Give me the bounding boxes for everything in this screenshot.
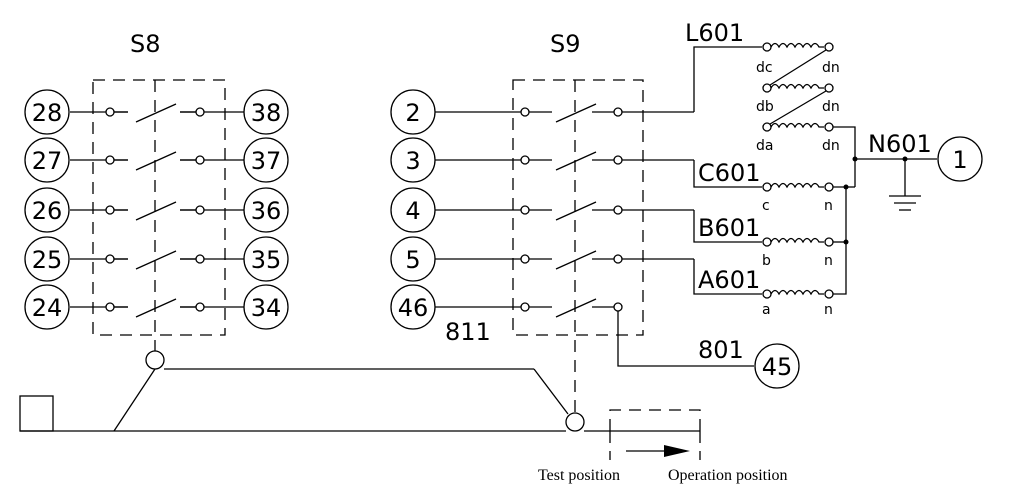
wire-label-811: 811: [445, 318, 491, 346]
coil-labels: dc dn db dn da dn c n b n a n: [756, 60, 840, 318]
line-label-l601: L601: [685, 19, 744, 47]
terminal-label: 37: [251, 147, 282, 175]
terminal-label: 24: [32, 294, 63, 322]
svg-text:n: n: [824, 253, 833, 269]
terminal-label: 36: [251, 197, 282, 225]
s9-terminals-left: 2 3 4 5 46: [390, 89, 436, 330]
line-label-c601: C601: [698, 159, 761, 187]
terminal-45-circle: [754, 343, 800, 389]
s8-contacts: [70, 100, 244, 320]
coils: [762, 42, 937, 299]
s8-label: S8: [130, 30, 161, 58]
terminal-label: 38: [251, 99, 282, 127]
caption-operation-position: Operation position: [668, 467, 788, 484]
terminal-label: 27: [32, 147, 63, 175]
mechanical-linkage: [19, 350, 701, 460]
terminal-label: 4: [405, 197, 420, 225]
phase-wires: [693, 46, 762, 295]
terminal-label: 28: [32, 99, 63, 127]
svg-text:dn: dn: [822, 60, 840, 76]
svg-text:dn: dn: [822, 138, 840, 154]
terminal-1-circle: [937, 136, 983, 182]
terminal-45-label: 45: [762, 353, 793, 381]
svg-text:db: db: [756, 99, 774, 115]
svg-text:da: da: [756, 138, 773, 154]
s8-terminals-right: 38 37 36 35 34: [243, 89, 289, 330]
s9-label: S9: [550, 30, 581, 58]
line-label-n601: N601: [868, 130, 932, 158]
terminal-label: 2: [405, 99, 420, 127]
s9-contacts: [435, 80, 694, 412]
s8-terminals-left: 28 27 26 25 24: [24, 89, 70, 330]
svg-text:dn: dn: [822, 99, 840, 115]
terminal-label: 25: [32, 246, 63, 274]
svg-text:a: a: [762, 302, 771, 318]
terminal-1-label: 1: [952, 146, 967, 174]
terminal-label: 35: [251, 246, 282, 274]
terminal-label: 34: [251, 294, 282, 322]
terminal-label: 3: [405, 147, 420, 175]
svg-text:c: c: [762, 198, 770, 214]
svg-text:n: n: [824, 198, 833, 214]
s9-dashed-box: [512, 79, 644, 336]
wire-801: [617, 311, 754, 367]
svg-text:n: n: [824, 302, 833, 318]
caption-test-position: Test position: [538, 467, 620, 484]
wire-label-801: 801: [698, 336, 744, 364]
terminal-label: 26: [32, 197, 63, 225]
line-label-a601: A601: [698, 266, 760, 294]
terminal-label: 5: [405, 246, 420, 274]
svg-text:b: b: [762, 253, 771, 269]
terminal-label: 46: [398, 294, 429, 322]
s8-dashed-box: [92, 79, 226, 336]
svg-text:dc: dc: [756, 60, 773, 76]
line-label-b601: B601: [698, 214, 760, 242]
